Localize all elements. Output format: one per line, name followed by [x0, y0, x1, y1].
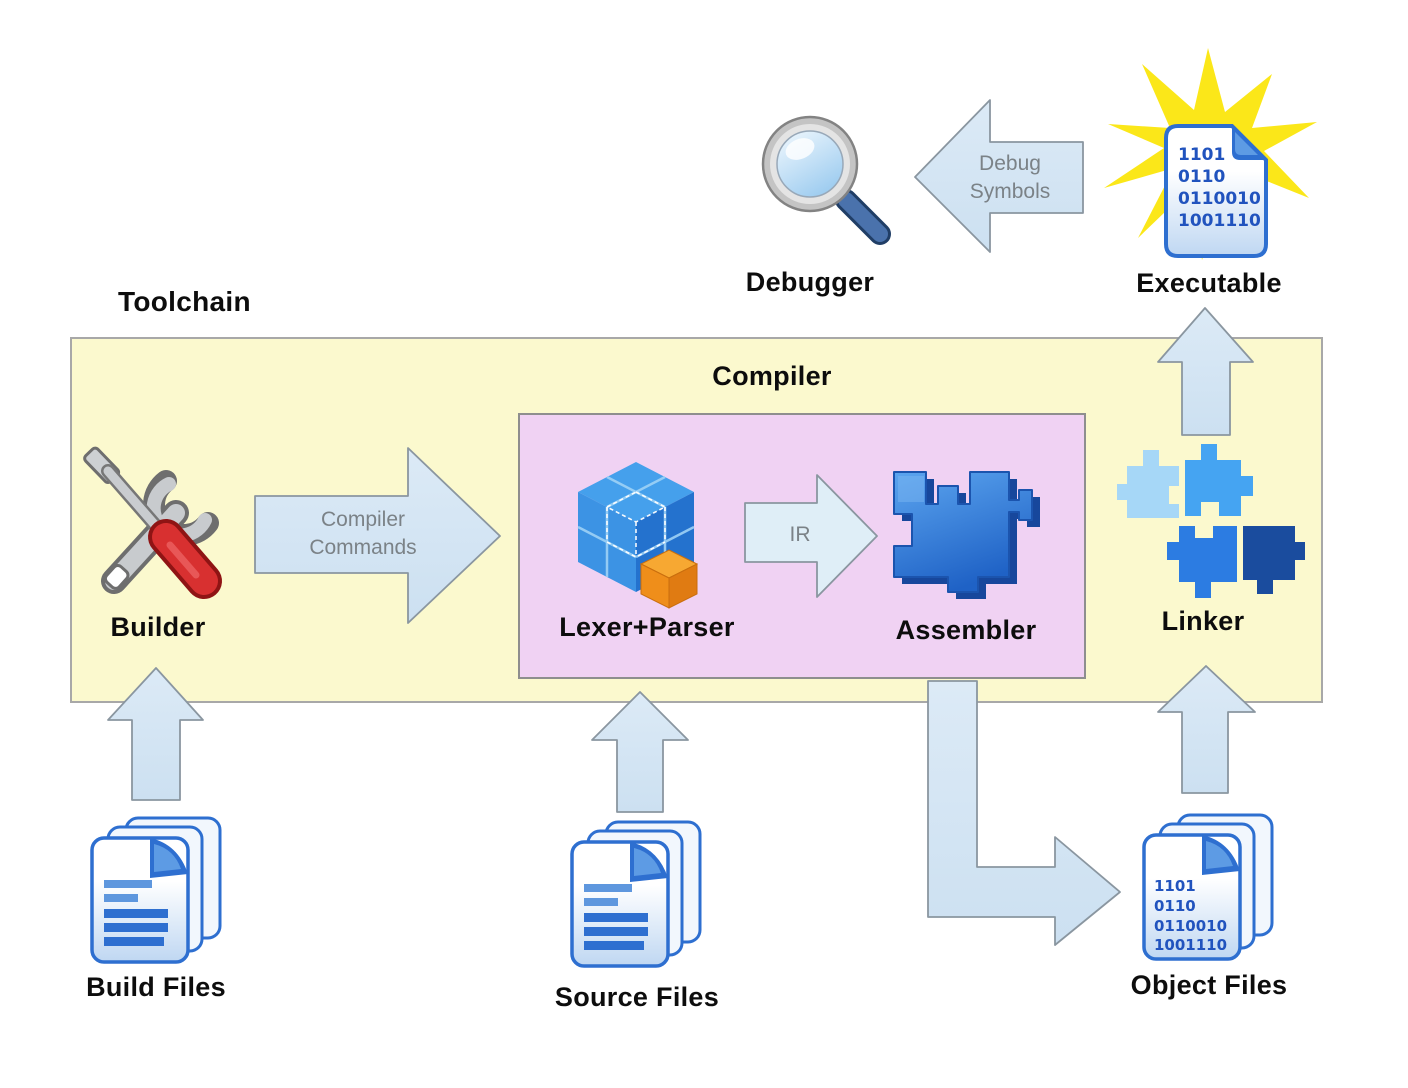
cubes-icon [577, 462, 699, 609]
debugger-label: Debugger [745, 267, 875, 297]
binary-line: 1101 [1178, 145, 1225, 165]
arrow-compiler-commands [254, 447, 501, 624]
toolchain-box-label: Toolchain [118, 286, 251, 317]
arrow-object-files-to-linker [1157, 665, 1256, 794]
binary-line: 0110 [1154, 897, 1196, 915]
builder-label: Builder [110, 612, 206, 642]
compiler-box-label: Compiler [712, 361, 832, 391]
binary-line: 1001110 [1154, 936, 1227, 954]
compiler-commands-arrow-label: Compiler Commands [309, 508, 417, 559]
executable-label: Executable [1136, 268, 1282, 298]
orange-cube [639, 549, 699, 609]
wrench-screwdriver-icon [83, 446, 222, 599]
lexer-parser-label: Lexer+Parser [559, 612, 735, 642]
arrow-source-files-to-compiler [591, 691, 689, 813]
arrow-debug-symbols [914, 99, 1084, 253]
puzzle-piece-icon [893, 471, 1040, 599]
binary-file-starburst-icon: 1101 0110 0110010 1001110 [1104, 48, 1317, 260]
linker-label: Linker [1161, 606, 1245, 636]
binary-line: 1101 [1154, 877, 1196, 895]
binary-line: 0110010 [1154, 917, 1227, 935]
binary-document-stack-icon: 1101 0110 0110010 1001110 [1142, 813, 1274, 961]
document-stack-icon [90, 816, 222, 964]
object-files-label: Object Files [1130, 970, 1288, 1000]
arrow-linker-to-executable [1157, 307, 1254, 436]
build-files-label: Build Files [86, 972, 226, 1002]
debug-symbols-arrow-label: Debug Symbols [969, 152, 1051, 203]
binary-line: 1001110 [1178, 211, 1261, 231]
source-files-label: Source Files [554, 982, 720, 1012]
puzzle-pieces-icon [1117, 444, 1305, 598]
binary-line: 0110010 [1178, 189, 1261, 209]
arrow-ir [744, 474, 878, 598]
binary-line: 0110 [1178, 167, 1225, 187]
magnifier-icon [761, 115, 891, 245]
arrow-build-files-to-builder [107, 667, 204, 801]
assembler-label: Assembler [895, 615, 1037, 645]
arrow-assembler-to-object-files [927, 680, 1121, 946]
ir-arrow-label: IR [789, 523, 811, 546]
document-stack-icon [570, 820, 702, 968]
